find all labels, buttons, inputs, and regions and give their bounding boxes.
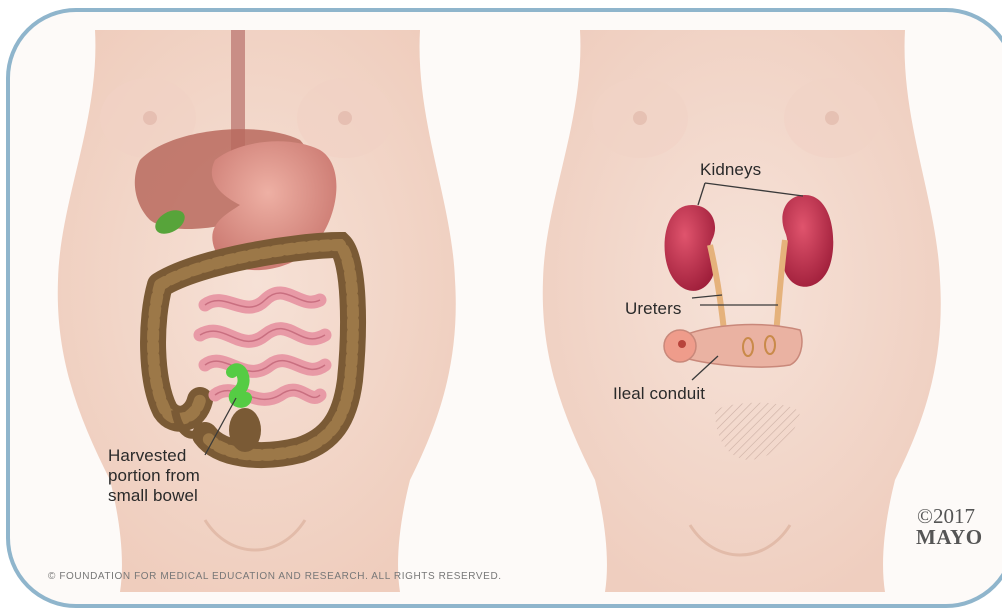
harvested-label-line-2: portion from [108, 466, 258, 486]
ureters-label: Ureters [625, 299, 681, 319]
right-torso [543, 30, 941, 592]
copyright-footer: © FOUNDATION FOR MEDICAL EDUCATION AND R… [48, 571, 502, 582]
harvested-label-line-3: small bowel [108, 486, 258, 506]
copyright-org: MAYO [916, 525, 983, 550]
right-kidney [782, 195, 833, 287]
kidneys-label: Kidneys [700, 160, 761, 180]
harvested-portion-label: Harvested portion from small bowel [108, 446, 258, 506]
ileal-conduit-label: Ileal conduit [613, 384, 705, 404]
left-torso [58, 30, 456, 592]
harvested-label-line-1: Harvested [108, 446, 258, 466]
